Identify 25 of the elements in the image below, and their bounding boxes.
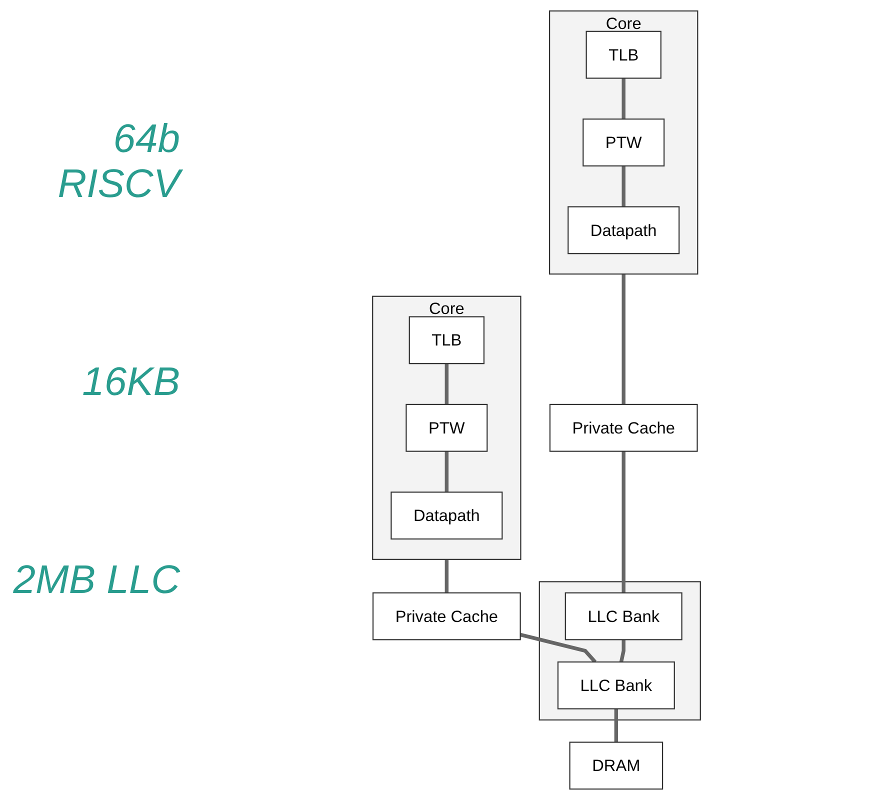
connector xyxy=(520,632,597,664)
connector xyxy=(444,451,449,492)
layer-label: 16KB xyxy=(81,360,181,405)
cluster xyxy=(538,581,701,720)
node-box: TLB xyxy=(586,30,662,79)
connector xyxy=(622,274,626,404)
node-box: Private Cache xyxy=(372,592,521,640)
connector xyxy=(622,78,626,120)
connector xyxy=(622,451,626,593)
layer-label: 64b RISCV xyxy=(0,116,190,207)
node-box: TLB xyxy=(408,316,485,364)
node-box: Datapath xyxy=(568,206,680,254)
layer-label: 2MB LLC xyxy=(12,558,182,604)
node-box: PTW xyxy=(582,118,665,166)
node-box: DRAM xyxy=(569,742,664,790)
connector xyxy=(444,559,449,593)
connector xyxy=(444,364,449,404)
node-box: PTW xyxy=(406,404,488,452)
connector xyxy=(622,166,626,207)
node-box: Datapath xyxy=(390,492,503,540)
connector xyxy=(614,708,618,742)
node-box: Private Cache xyxy=(549,404,698,452)
node-box: LLC Bank xyxy=(557,661,675,710)
node-box: LLC Bank xyxy=(564,592,682,640)
connector xyxy=(619,640,626,662)
